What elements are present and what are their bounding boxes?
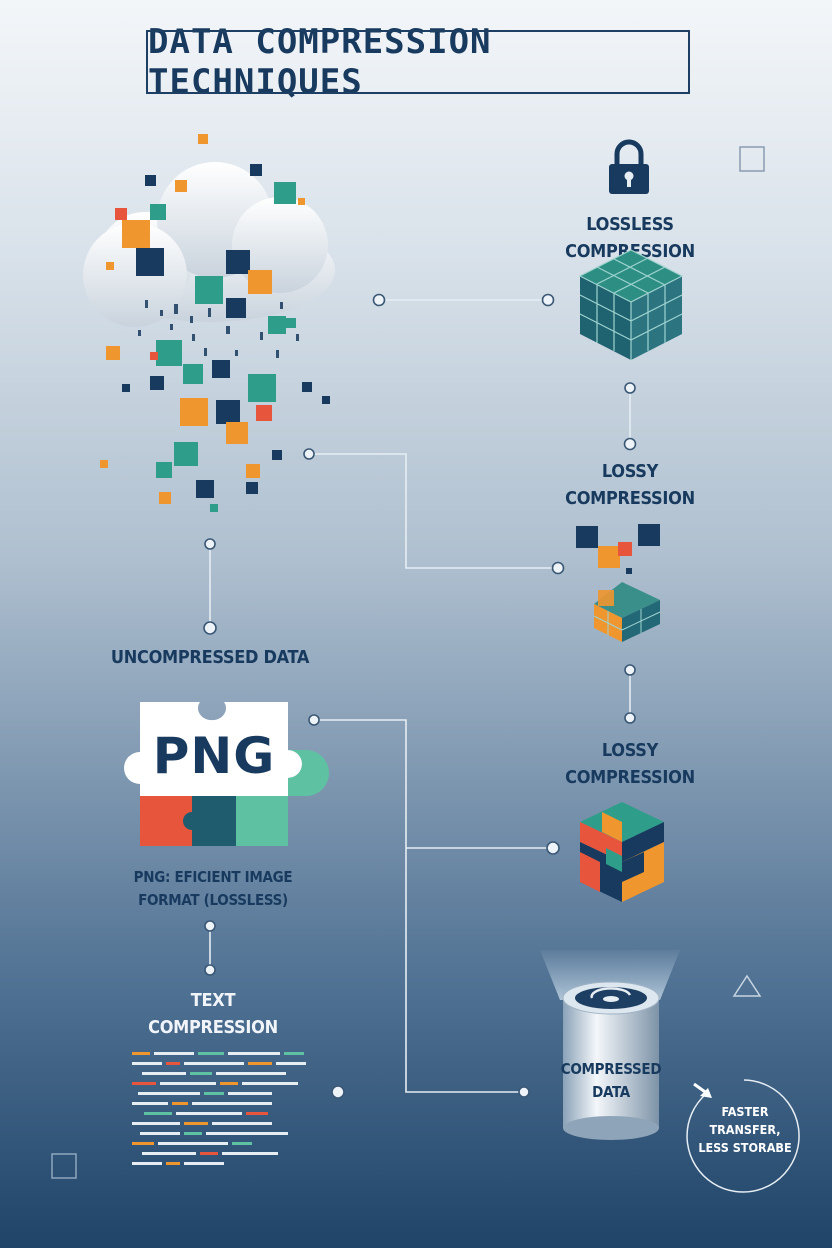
decorative-triangle [732, 974, 762, 997]
benefit-label: FASTER TRANSFER, LESS STORABE [698, 1104, 792, 1155]
lossy-compression-label-1: LOSSY COMPRESSION [565, 461, 695, 509]
png-format-label: PNG: EFICIENT IMAGE FORMAT (LOSSLESS) [133, 868, 293, 909]
lossy-blocks-icon [580, 802, 664, 902]
lossless-cube-icon [578, 249, 684, 360]
page-title: DATA COMPRESSION TECHNIQUES [148, 22, 492, 102]
uncompressed-data-cloud-icon [83, 134, 335, 512]
compressed-data-cylinder-icon [540, 950, 680, 1140]
decorative-square [51, 1153, 77, 1179]
text-lines-icon [132, 1052, 306, 1165]
lossy-cube-icon [576, 524, 661, 642]
png-puzzle-icon [124, 702, 329, 846]
decorative-square [739, 146, 765, 172]
text-compression-label: TEXT COMPRESSION [148, 990, 278, 1038]
png-logo-text: PNG [152, 727, 276, 785]
lossy-compression-label-2: LOSSY COMPRESSION [565, 740, 695, 788]
title-frame: DATA COMPRESSION TECHNIQUES [146, 22, 690, 102]
padlock-icon [609, 139, 649, 194]
benefit-circle [686, 1079, 800, 1193]
compressed-data-label: COMPRESSED DATA [560, 1060, 662, 1101]
uncompressed-data-label: UNCOMPRESSED DATA [110, 647, 310, 668]
arrow-icon [700, 1088, 712, 1098]
